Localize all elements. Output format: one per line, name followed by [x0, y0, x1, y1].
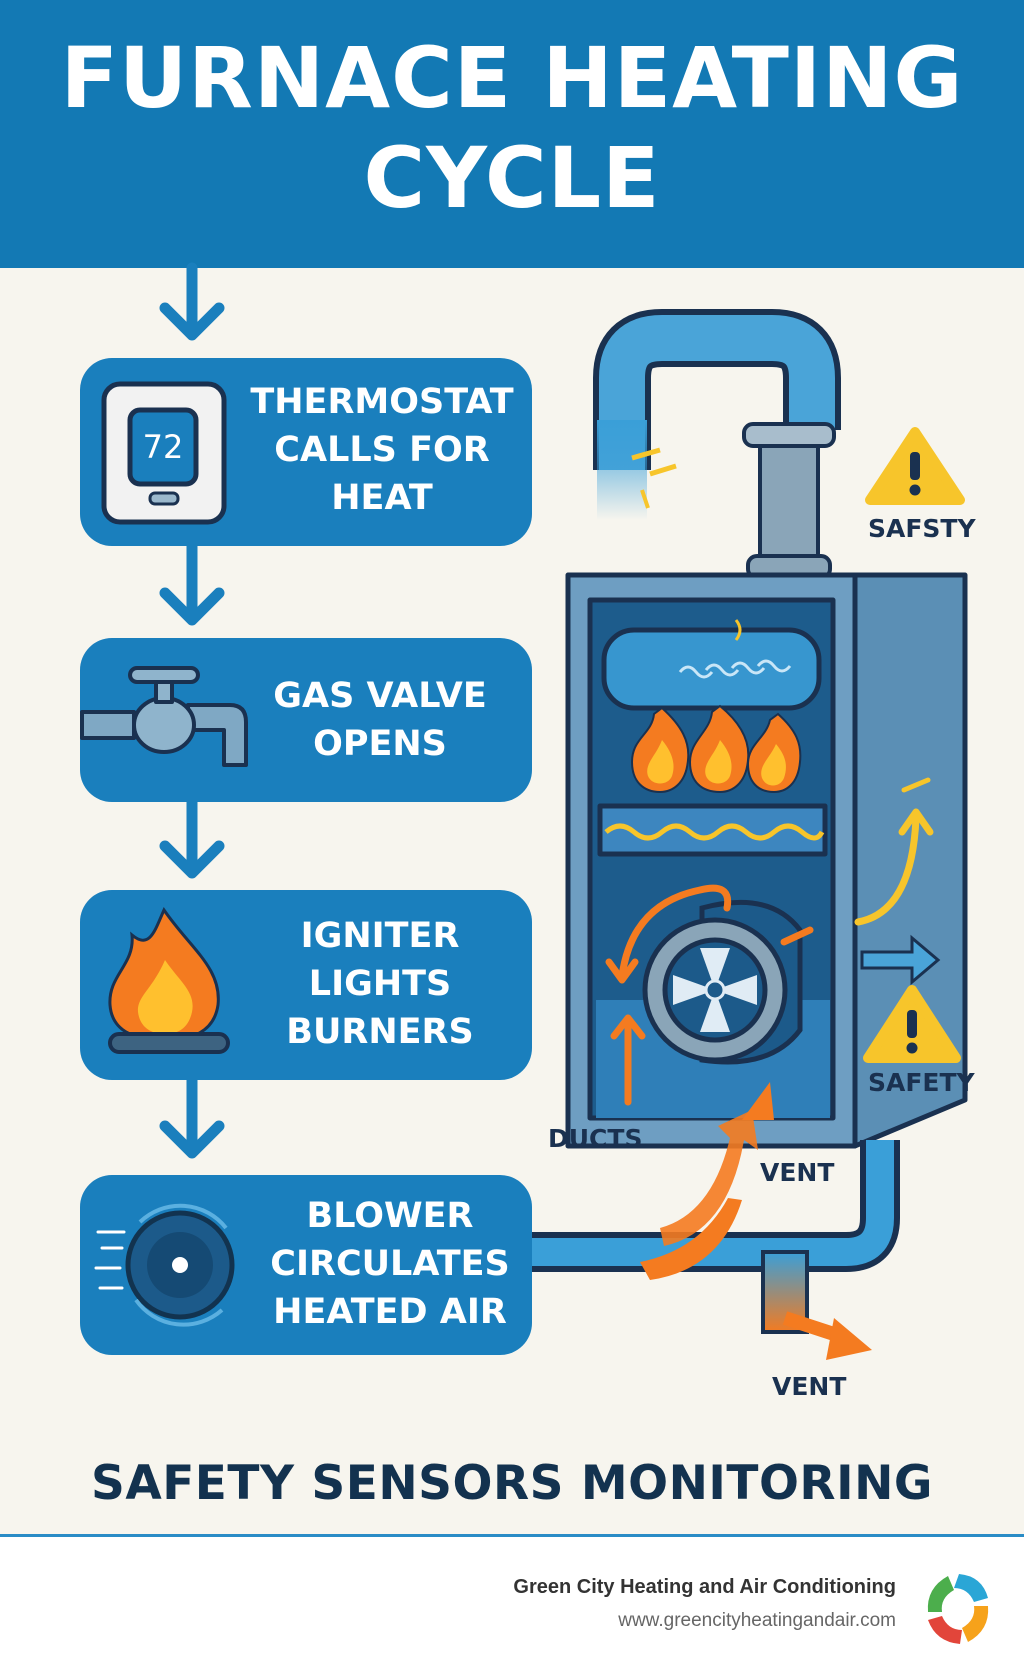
safety-label-side: SAFETY — [868, 1068, 975, 1097]
safety-monitoring-heading: SAFETY SENSORS MONITORING — [90, 1456, 934, 1511]
flow-arrow-2 — [159, 539, 225, 626]
flow-arrow-4 — [159, 1072, 225, 1159]
exhaust-flue-pipe — [593, 309, 841, 580]
vent-label-lower: VENT — [772, 1372, 847, 1401]
step-4-line-3: HEATED AIR — [273, 1292, 507, 1332]
step-4-line-2: CIRCULATES — [270, 1244, 510, 1284]
company-name: Green City Heating and Air Conditioning — [513, 1576, 896, 1598]
step-1-line-2: CALLS FOR — [274, 430, 490, 470]
warning-icon-side — [863, 985, 961, 1063]
company-logo-icon — [927, 1574, 989, 1644]
blower-fan-icon — [94, 1203, 235, 1327]
supply-outlet-arrow — [860, 934, 941, 986]
step-label-igniter: IGNITER LIGHTS BURNERS — [250, 912, 510, 1056]
step-2-line-1: GAS VALVE — [273, 676, 487, 716]
burner-flame-icon — [108, 906, 230, 1054]
burner-wave — [604, 823, 825, 841]
title-line-1: FURNACE HEATING — [60, 29, 964, 127]
step-3-line-1: IGNITER — [300, 916, 460, 956]
step-label-blower: BLOWER CIRCULATES HEATED AIR — [252, 1192, 528, 1336]
step-label-gas-valve: GAS VALVE OPENS — [250, 672, 510, 768]
footer — [0, 1537, 1024, 1666]
step-3-line-2: LIGHTS — [308, 964, 452, 1004]
step-4-line-1: BLOWER — [306, 1196, 474, 1236]
thermostat-icon — [101, 381, 227, 525]
step-1-line-1: THERMOSTAT — [250, 382, 514, 422]
duct-pipe — [532, 1140, 900, 1360]
return-airflow-arrows — [605, 884, 814, 1106]
ducts-label: DUCTS — [548, 1124, 643, 1153]
header-banner — [0, 0, 1024, 268]
title-line-2: CYCLE — [363, 129, 661, 227]
furnace-blower — [642, 899, 803, 1065]
warning-icon-top — [865, 427, 965, 505]
footer-divider — [0, 1534, 1024, 1537]
vent-airflow-arrows — [640, 1082, 774, 1280]
warm-air-arrow — [854, 777, 934, 926]
page-title: FURNACE HEATING CYCLE — [0, 28, 1024, 228]
step-2-line-2: OPENS — [313, 724, 447, 764]
vent-label-upper: VENT — [760, 1158, 835, 1187]
safety-label-top: SAFSTY — [868, 514, 976, 543]
website-link[interactable]: www.greencityheatingandair.com — [618, 1610, 896, 1631]
thermostat-display: 72 — [142, 428, 184, 466]
flow-arrow-3 — [159, 794, 225, 879]
step-1-line-3: HEAT — [331, 478, 433, 518]
step-3-line-3: BURNERS — [286, 1012, 474, 1052]
flow-arrows — [159, 262, 225, 1159]
flow-arrow-1 — [159, 262, 225, 341]
furnace-flames — [630, 704, 802, 794]
gas-valve-icon — [80, 666, 248, 767]
heat-shimmer — [678, 619, 792, 679]
step-label-thermostat: THERMOSTAT CALLS FOR HEAT — [244, 378, 520, 522]
